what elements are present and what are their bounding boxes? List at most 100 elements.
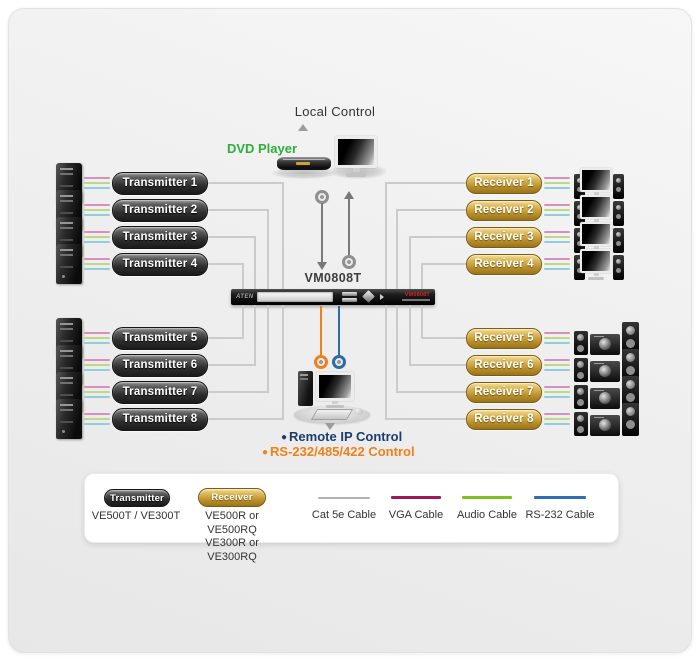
transmitter-badge: Transmitter 5: [112, 326, 208, 350]
display-neck: [593, 218, 599, 222]
cat5e-connector-h: [206, 364, 256, 366]
vga-cable-line: [84, 359, 110, 361]
receiver-label: Receiver 4: [474, 258, 534, 270]
receiver-badge: Receiver 7: [466, 381, 542, 403]
down-arrowhead-icon: [317, 262, 327, 270]
remote-ip-text: Remote IP Control: [289, 429, 403, 444]
cat5e-connector-v: [396, 209, 398, 289]
transmitter-badge: Transmitter 1: [112, 171, 208, 195]
display-neck: [593, 272, 599, 276]
rs232-cable-line: [544, 423, 570, 425]
vga-cable-line: [84, 258, 110, 260]
device-button: [342, 292, 357, 296]
cat5e-connector-h: [206, 418, 284, 420]
legend-audio-label: Audio Cable: [457, 509, 517, 521]
vga-cable-line: [544, 413, 570, 415]
cat5e-connector-h: [206, 337, 244, 339]
cat5e-connector-v: [282, 182, 284, 289]
down-arrow-icon: [325, 423, 335, 430]
audio-cable-line: [544, 364, 570, 366]
serial-connector-ring-icon: [314, 355, 328, 369]
cat5e-connector-v: [421, 305, 423, 339]
vga-cable-line: [84, 177, 110, 179]
vga-cable-line: [84, 231, 110, 233]
receiver-row: Receiver 2: [466, 188, 642, 232]
audio-cable-line: [84, 364, 110, 366]
receiver-amp-icon: [590, 360, 620, 382]
cat5e-connector-h: [396, 391, 466, 393]
legend-transmitter-models: VE500T / VE300T: [91, 510, 181, 522]
keyboard-icon: [310, 409, 354, 420]
speaker-icon: [613, 254, 624, 280]
transmitter-badge: Transmitter 8: [112, 407, 208, 431]
display-icon: [580, 248, 612, 280]
transmitter-badge: Transmitter 4: [112, 252, 208, 276]
rs232-cable-line: [544, 342, 570, 344]
control-computer-icon: [292, 367, 372, 423]
transmitter-label: Transmitter 7: [122, 386, 198, 398]
cat5e-connector-h: [206, 209, 269, 211]
cat5e-connector-h: [409, 236, 466, 238]
vga-cable-line: [544, 177, 570, 179]
transmitter-badge: Transmitter 6: [112, 353, 208, 377]
computer-tower-icon: [298, 371, 313, 406]
cat5e-connector-v: [396, 305, 398, 393]
av-cable-bundle: [544, 174, 570, 192]
audio-cable-line: [544, 263, 570, 265]
receiver-badge: Receiver 6: [466, 354, 542, 376]
vga-cable-line: [544, 204, 570, 206]
audio-cable-line: [544, 236, 570, 238]
transmitter-row: Transmitter 7: [56, 370, 208, 414]
device-button: [342, 298, 357, 302]
receiver-label: Receiver 6: [474, 359, 534, 371]
remote-ip-control-label: ●Remote IP Control: [281, 429, 402, 444]
transmitter-label: Transmitter 8: [122, 413, 198, 425]
cat5e-connector-v: [267, 209, 269, 289]
receiver-badge: Receiver 4: [466, 253, 542, 275]
rs232-cable-line: [544, 241, 570, 243]
transmitter-row: Transmitter 4: [56, 242, 208, 286]
component-stack-icon: [574, 357, 588, 382]
tower-speaker-icon: [622, 321, 639, 355]
transmitter-label: Transmitter 2: [122, 204, 198, 216]
vga-cable-line: [84, 204, 110, 206]
speaker-icon: [613, 227, 624, 253]
av-cable-bundle: [544, 329, 570, 347]
av-cable-bundle: [544, 383, 570, 401]
dvd-shadow: [272, 167, 336, 179]
cat5e-connector-h: [421, 337, 466, 339]
speaker-icon: [613, 173, 624, 199]
rs232-cable-line: [84, 268, 110, 270]
cat5e-connector-v: [385, 182, 387, 289]
rs232-cable-line: [544, 396, 570, 398]
tower-speaker-icon: [622, 348, 639, 382]
cat5e-connector-v: [242, 305, 244, 339]
av-cable-bundle: [544, 255, 570, 273]
vga-cable-line: [544, 359, 570, 361]
ip-control-line: [338, 306, 340, 356]
tower-speaker-icon: [622, 402, 639, 436]
rs232-cable-line: [84, 241, 110, 243]
dvd-player-label: DVD Player: [226, 141, 298, 156]
legend-transmitter-badge: Transmitter: [104, 489, 170, 507]
computer-monitor-neck: [332, 401, 338, 404]
rs232-cable-sample: [534, 496, 586, 499]
receiver-label: Receiver 7: [474, 386, 534, 398]
speaker-icon: [613, 200, 624, 226]
receiver-row: Receiver 8: [466, 397, 642, 441]
receiver-badge: Receiver 8: [466, 408, 542, 430]
transmitter-badge: Transmitter 7: [112, 380, 208, 404]
cat5e-connector-h: [206, 391, 269, 393]
receiver-row: Receiver 3: [466, 215, 642, 259]
av-cable-bundle: [84, 329, 110, 347]
dvd-player-icon: [277, 157, 331, 170]
vm0808t-device: ATEN VM0808T: [231, 289, 435, 305]
vga-cable-line: [84, 413, 110, 415]
display-screen: [580, 221, 612, 246]
vga-cable-line: [544, 332, 570, 334]
rs232-cable-line: [84, 396, 110, 398]
legend-receiver-badge: Receiver: [198, 488, 266, 507]
monitor-base: [346, 173, 366, 177]
device-label: VM0808T: [304, 271, 362, 285]
receiver-amp-icon: [590, 333, 620, 355]
